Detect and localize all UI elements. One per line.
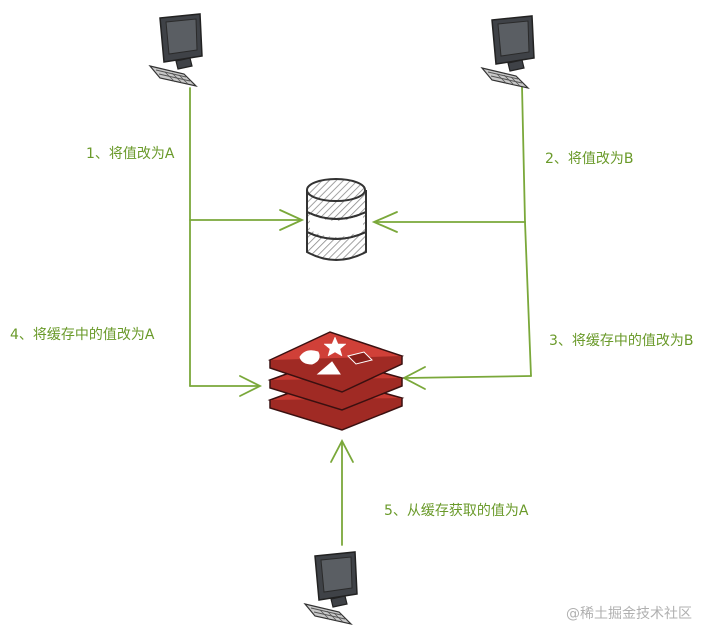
label-step4: 4、将缓存中的值改为A — [10, 327, 155, 343]
computer-icon-top-right — [481, 15, 535, 89]
redis-cache-icon — [267, 331, 405, 431]
label-step5: 5、从缓存获取的值为A — [384, 503, 529, 519]
line-right-vertical-bottom — [524, 221, 532, 377]
watermark: @稀土掘金技术社区 — [566, 606, 692, 622]
line-right-vertical-top — [521, 85, 526, 223]
database-icon — [306, 178, 367, 261]
label-step3: 3、将缓存中的值改为B — [549, 333, 694, 349]
computer-icon-bottom — [304, 551, 358, 625]
arrowhead-bottom-cache — [330, 439, 354, 463]
line-right-to-cache — [404, 375, 532, 379]
arrowhead-left-cache — [239, 375, 263, 397]
label-step2: 2、将值改为B — [545, 151, 634, 167]
arrowhead-right-db — [371, 211, 398, 233]
arrowhead-left-db — [279, 209, 305, 231]
label-step1: 1、将值改为A — [86, 146, 175, 162]
connectors — [189, 85, 532, 546]
computer-icon-top-left — [149, 13, 203, 87]
